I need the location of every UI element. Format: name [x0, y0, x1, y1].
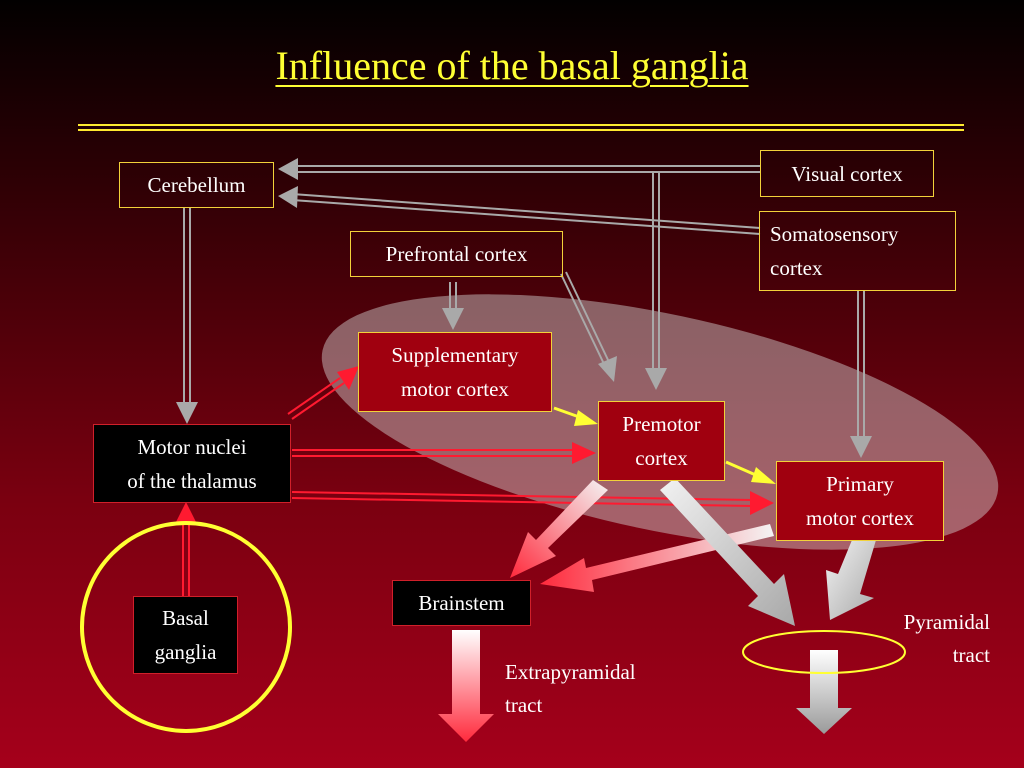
motor-thalamus-line-2: of the thalamus	[127, 468, 257, 493]
basal-ganglia-box: Basal ganglia	[133, 596, 238, 674]
primary-motor-cortex-box: Primary motor cortex	[776, 461, 944, 541]
yellow-connections	[553, 406, 776, 484]
extrapyramidal-tract-line-1: Extrapyramidal	[505, 660, 636, 684]
arrow-primary-to-pyramidal	[826, 540, 876, 620]
title-double-rule	[78, 124, 964, 133]
prefrontal-cortex-label: Prefrontal cortex	[385, 242, 528, 266]
red-connections	[175, 366, 774, 596]
gray-arrow-visual-to-premotor	[645, 172, 667, 390]
arrow-brainstem-to-extrapyramidal	[438, 630, 494, 742]
cerebellum-box: Cerebellum	[119, 162, 274, 208]
supplementary-motor-cortex-line-1: Supplementary	[391, 343, 519, 367]
output-arrows	[438, 478, 876, 742]
somatosensory-cortex-line-2: cortex	[770, 256, 823, 280]
arrow-premotor-to-brainstem	[510, 480, 608, 578]
gray-arrow-prefrontal-to-premotor	[560, 271, 617, 382]
somatosensory-cortex-line-1: Somatosensory	[770, 222, 899, 246]
somatosensory-cortex-box: Somatosensory cortex	[759, 211, 956, 291]
premotor-cortex-line-2: cortex	[635, 446, 688, 470]
gray-arrow-prefrontal-to-supplementary	[442, 282, 464, 330]
extrapyramidal-tract-line-2: tract	[505, 693, 543, 717]
motor-thalamus-box: Motor nuclei of the thalamus	[93, 424, 291, 503]
red-arrow-thalamus-to-premotor	[292, 442, 596, 464]
arrow-premotor-to-pyramidal	[660, 478, 795, 626]
prefrontal-cortex-box: Prefrontal cortex	[350, 231, 563, 277]
arrow-pyramidal-output	[796, 650, 852, 734]
gray-arrow-somatosensory-to-primary	[850, 290, 872, 458]
motor-thalamus-line-1: Motor nuclei	[137, 434, 247, 459]
cerebellum-label: Cerebellum	[147, 173, 246, 197]
red-arrow-thalamus-to-supplementary	[287, 366, 359, 420]
supplementary-motor-cortex-line-2: motor cortex	[401, 377, 509, 401]
brainstem-label: Brainstem	[418, 591, 505, 615]
premotor-cortex-line-1: Premotor	[622, 412, 701, 436]
primary-motor-cortex-line-1: Primary	[826, 472, 894, 496]
slide-title: Influence of the basal ganglia	[275, 43, 749, 88]
pyramidal-tract-label: Pyramidal tract	[860, 606, 990, 672]
brainstem-box: Brainstem	[392, 580, 531, 626]
basal-ganglia-highlight-circle	[80, 521, 292, 733]
gray-arrow-somatosensory-to-cerebellum	[278, 186, 761, 235]
primary-motor-cortex-line-2: motor cortex	[806, 506, 914, 530]
pyramidal-tract-line-1: Pyramidal	[903, 610, 990, 634]
extrapyramidal-tract-label: Extrapyramidal tract	[505, 656, 695, 722]
visual-cortex-label: Visual cortex	[791, 161, 903, 186]
gray-arrow-cerebellum-to-thalamus	[176, 208, 198, 424]
premotor-cortex-box: Premotor cortex	[598, 401, 725, 481]
pyramidal-tract-line-2: tract	[952, 643, 990, 667]
yellow-arrow-supplementary-to-premotor	[553, 406, 598, 426]
supplementary-motor-cortex-box: Supplementary motor cortex	[358, 332, 552, 412]
gray-connections	[176, 158, 872, 458]
yellow-arrow-premotor-to-primary	[725, 460, 776, 484]
basal-ganglia-line-1: Basal	[162, 606, 209, 630]
gray-arrow-visual-to-cerebellum	[278, 158, 760, 180]
basal-ganglia-line-2: ganglia	[154, 640, 217, 664]
red-arrow-basal-ganglia-to-thalamus	[175, 502, 197, 596]
pyramidal-tract-ellipse	[742, 630, 906, 674]
visual-cortex-box: Visual cortex	[760, 150, 934, 197]
